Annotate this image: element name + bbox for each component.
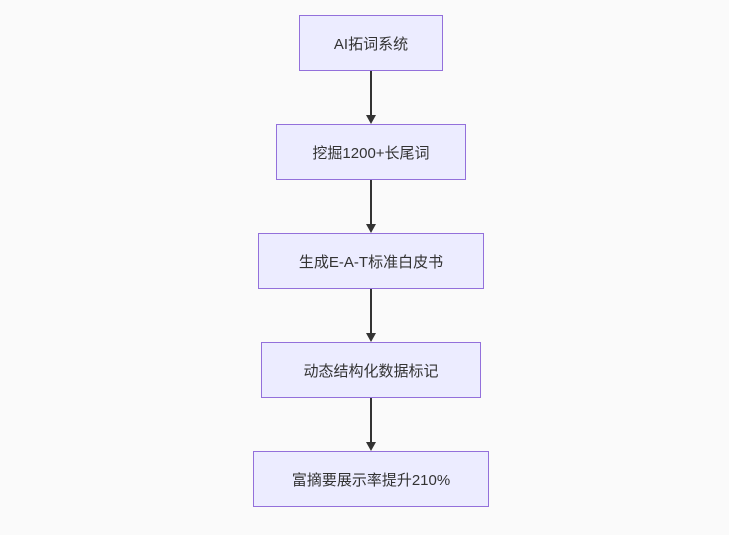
flowchart: AI拓词系统 挖掘1200+长尾词 生成E-A-T标准白皮书 动态结构化数据标记 bbox=[253, 15, 489, 507]
arrow-head-icon bbox=[366, 115, 376, 124]
arrow-line bbox=[370, 398, 372, 442]
flow-node-label: 富摘要展示率提升210% bbox=[291, 471, 451, 489]
flow-node-5: 富摘要展示率提升210% bbox=[253, 451, 489, 507]
flow-node-3: 生成E-A-T标准白皮书 bbox=[258, 233, 484, 289]
arrow-head-icon bbox=[366, 333, 376, 342]
flow-edge-2 bbox=[364, 180, 378, 233]
flow-edge-1 bbox=[364, 71, 378, 124]
flow-node-1: AI拓词系统 bbox=[299, 15, 443, 71]
arrow-line bbox=[370, 180, 372, 224]
flow-node-label: 动态结构化数据标记 bbox=[303, 362, 439, 380]
flow-node-4: 动态结构化数据标记 bbox=[261, 342, 481, 398]
arrow-line bbox=[370, 71, 372, 115]
flow-edge-3 bbox=[364, 289, 378, 342]
flow-node-label: 生成E-A-T标准白皮书 bbox=[298, 253, 444, 271]
arrow-head-icon bbox=[366, 224, 376, 233]
flow-node-label: AI拓词系统 bbox=[333, 35, 409, 53]
flow-node-2: 挖掘1200+长尾词 bbox=[276, 124, 466, 180]
flow-node-label: 挖掘1200+长尾词 bbox=[312, 144, 430, 162]
arrow-head-icon bbox=[366, 442, 376, 451]
flow-edge-4 bbox=[364, 398, 378, 451]
arrow-line bbox=[370, 289, 372, 333]
